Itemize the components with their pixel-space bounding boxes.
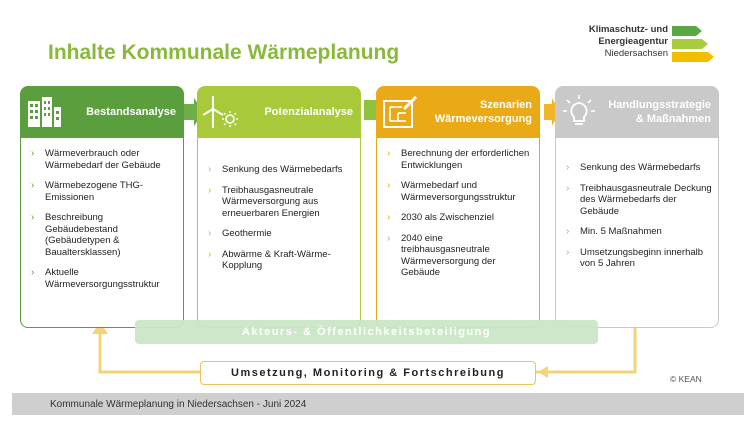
page-title: Inhalte Kommunale Wärmeplanung <box>48 41 400 64</box>
blueprint-icon <box>383 95 418 128</box>
column-header: Potenzialanalyse <box>197 86 361 138</box>
list-item: ›Treibhausgasneutrale Wärmeversorgung au… <box>208 184 320 219</box>
column-body: ›Berechnung der erforderlichen Entwicklu… <box>376 138 540 328</box>
copyright: © KEAN <box>670 374 702 384</box>
footer-text: Kommunale Wärmeplanung in Niedersachsen … <box>50 398 307 410</box>
footer-bar: Kommunale Wärmeplanung in Niedersachsen … <box>12 393 744 415</box>
column-heading: Bestandsanalyse <box>86 106 176 118</box>
buildings-icon <box>28 97 61 127</box>
column-heading: Handlungsstrategie& Maßnahmen <box>608 99 711 125</box>
list-item: ›Senkung des Wärmebedarfs <box>566 162 701 173</box>
list-item: ›2040 eine treibhausgasneutrale Wärmever… <box>387 232 496 279</box>
list-item: ›2030 als Zwischenziel <box>387 212 494 223</box>
logo-text: Klimaschutz- und Energieagentur Niedersa… <box>588 24 668 59</box>
wind-sun-icon <box>203 96 238 128</box>
cycle-arrow-up <box>92 322 108 334</box>
cycle-arrow-left <box>538 366 548 378</box>
cycle-line-right <box>536 326 637 374</box>
column-potenzialanalyse: Potenzialanalyse ›Senkung des Wärmebedar… <box>197 86 361 328</box>
list-item: ›Wärmeverbrauch oder Wärmebedarf der Geb… <box>31 148 161 171</box>
column-body: ›Senkung des Wärmebedarfs ›Treibhausgasn… <box>555 138 719 328</box>
list-item: ›Geothermie <box>208 228 272 239</box>
energy-bars-icon <box>672 26 714 62</box>
list-item: ›Wärmebezogene THG-Emissionen <box>31 180 144 203</box>
list-item: ›Aktuelle Wärmeversorgungsstruktur <box>31 267 160 290</box>
participation-band: Akteurs- & Öffentlichkeitsbeteiligung <box>135 320 598 344</box>
column-header: Bestandsanalyse <box>20 86 184 138</box>
list-item: ›Beschreibung Gebäudebestand (Gebäudetyp… <box>31 212 121 258</box>
kean-logo: Klimaschutz- und Energieagentur Niedersa… <box>588 24 730 68</box>
list-item: ›Senkung des Wärmebedarfs <box>208 164 343 175</box>
lightbulb-icon <box>563 95 595 125</box>
cycle-line-left <box>98 332 200 374</box>
column-header: Handlungsstrategie& Maßnahmen <box>555 86 719 138</box>
column-body: ›Senkung des Wärmebedarfs ›Treibhausgasn… <box>197 138 361 328</box>
list-item: ›Treibhausgasneutrale Deckung des Wärmeb… <box>566 182 712 217</box>
cycle-band: Umsetzung, Monitoring & Fortschreibung <box>200 361 536 385</box>
list-item: ›Min. 5 Maßnahmen <box>566 226 662 237</box>
column-bestandsanalyse: Bestandsanalyse ›Wärmeverbrauch oder Wär… <box>20 86 184 328</box>
column-heading: Potenzialanalyse <box>264 106 353 118</box>
list-item: ›Wärmebedarf und Wärmeversorgungsstruktu… <box>387 180 516 203</box>
column-handlungsstrategie: Handlungsstrategie& Maßnahmen ›Senkung d… <box>555 86 719 328</box>
column-body: ›Wärmeverbrauch oder Wärmebedarf der Geb… <box>20 138 184 328</box>
list-item: ›Umsetzungsbeginn innerhalb von 5 Jahren <box>566 246 704 270</box>
list-item: ›Abwärme & Kraft-Wärme-Kopplung <box>208 248 331 272</box>
list-item: ›Berechnung der erforderlichen Entwicklu… <box>387 148 530 171</box>
